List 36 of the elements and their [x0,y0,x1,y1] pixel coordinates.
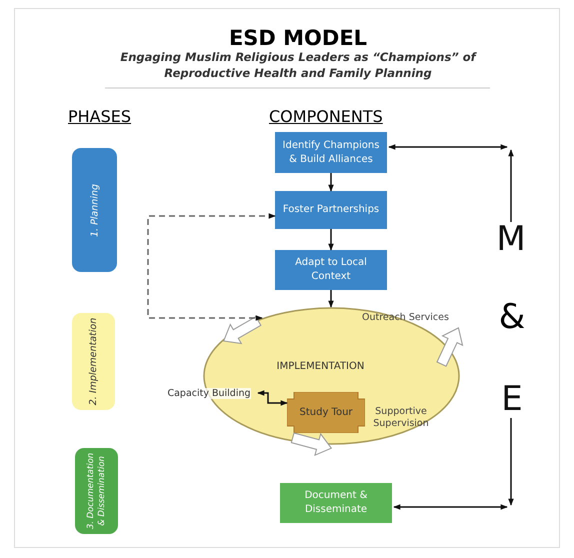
subtitle: Engaging Muslim Religious Leaders as “Champions” of Reproductive Health and Family Planning [119,49,478,81]
phase-label: 2. Implementation [88,316,99,408]
letter-text: M [496,222,526,256]
node-text: Capacity Building [167,388,251,398]
arrow [393,504,508,510]
arrow [328,173,334,192]
phase-label: 3. Documentation & Dissemination [86,452,108,532]
arrow [508,418,514,506]
section-heading: PHASES [68,107,132,126]
node-text: Study Tour [298,406,354,419]
component-box [275,191,387,229]
node-text: Foster Partnerships [282,203,380,217]
component-box [280,483,392,523]
arrow [257,390,288,406]
phase-box [72,313,115,410]
letter-text: E [501,382,523,416]
arrow [328,290,334,308]
component-box [275,132,387,173]
activity-text: Outreach Services [362,312,449,323]
phase-box [75,448,118,534]
arrow [328,229,334,251]
node-text: Document & Disseminate [304,489,368,517]
arrow [388,144,508,150]
title: ESD MODEL [228,26,368,50]
study-tour-shape [287,392,365,433]
ampersand-text: & [498,300,526,334]
node-text: Adapt to Local Context [294,256,368,284]
section-heading: COMPONENTS [269,107,383,126]
node-text: Identify Champions & Build Alliances [282,138,380,166]
activity-text: Supportive Supervision [372,406,430,430]
arrow [508,149,514,222]
node-text: IMPLEMENTATION [276,361,364,372]
phase-label: 1. Planning [89,182,100,239]
dashed-connector [147,213,276,321]
component-box [275,250,387,290]
phase-box [72,148,117,272]
